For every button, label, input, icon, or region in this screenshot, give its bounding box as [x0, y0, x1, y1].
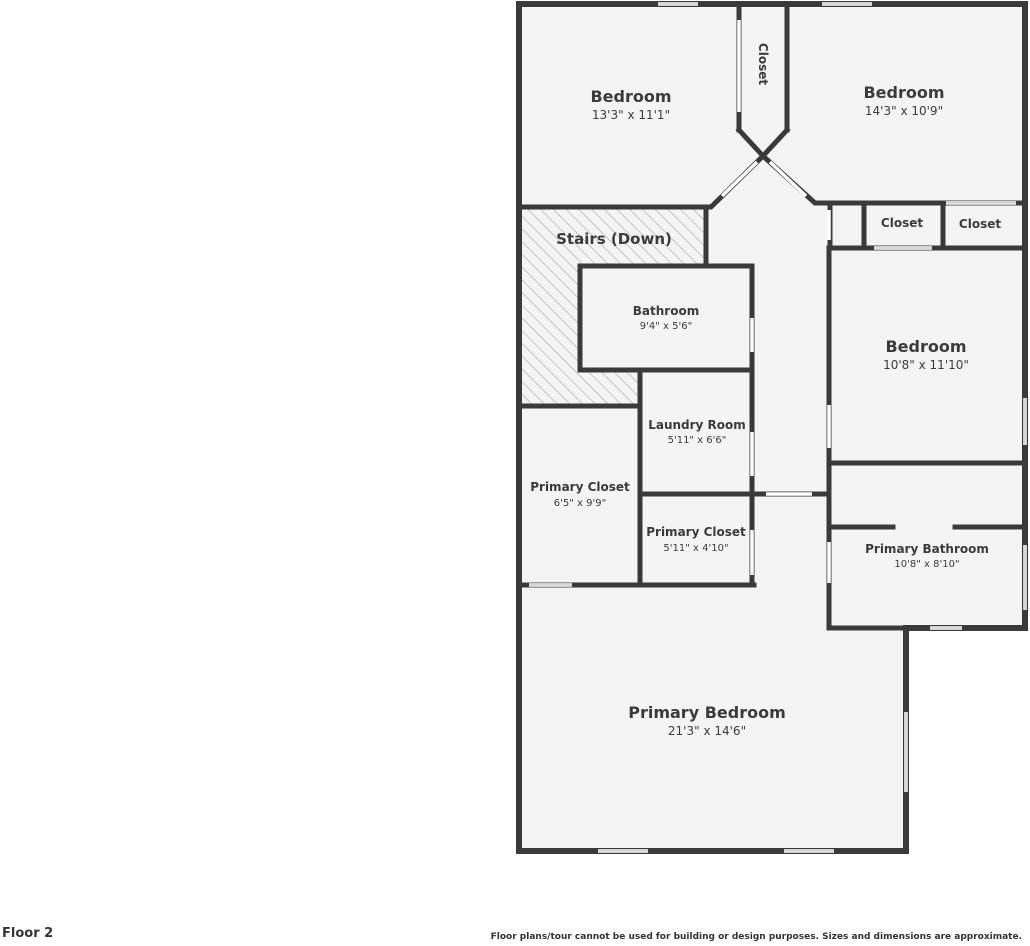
room-name-primary-closet-w: Primary Closet [530, 480, 630, 494]
room-dims-primary-closet-s: 5'11" x 4'10" [663, 543, 728, 554]
room-dims-primary-bedroom: 21'3" x 14'6" [668, 724, 746, 738]
floor-area [519, 4, 1025, 851]
room-name-stairs: Stairs (Down) [556, 230, 672, 248]
room-dims-bedroom-e: 10'8" x 11'10" [883, 358, 969, 372]
room-dims-bedroom-ne: 14'3" x 10'9" [865, 104, 943, 118]
room-name-primary-bathroom: Primary Bathroom [865, 542, 989, 556]
room-name-bedroom-e: Bedroom [885, 337, 966, 356]
room-name-primary-bedroom: Primary Bedroom [628, 703, 786, 722]
window-lines [529, 3, 1026, 852]
room-name-laundry: Laundry Room [648, 418, 746, 432]
room-name-primary-closet-s: Primary Closet [646, 525, 746, 539]
room-dims-primary-bathroom: 10'8" x 8'10" [894, 559, 959, 570]
room-dims-bedroom-nw: 13'3" x 11'1" [592, 108, 670, 122]
disclaimer-text: Floor plans/tour cannot be used for buil… [490, 932, 1022, 942]
room-dims-laundry: 5'11" x 6'6" [668, 435, 727, 446]
room-name-bedroom-ne: Bedroom [863, 83, 944, 102]
room-dims-bathroom: 9'4" x 5'6" [640, 321, 692, 332]
room-name-bathroom: Bathroom [633, 304, 699, 318]
room-name-bedroom-nw: Bedroom [590, 87, 671, 106]
room-dims-primary-closet-w: 6'5" x 9'9" [554, 498, 606, 509]
room-name-closet-hall: Closet [756, 43, 770, 85]
room-name-closet-2: Closet [959, 217, 1001, 231]
floor-label: Floor 2 [2, 926, 54, 941]
room-name-closet-1: Closet [881, 216, 923, 230]
stairs-hatch [522, 209, 704, 404]
